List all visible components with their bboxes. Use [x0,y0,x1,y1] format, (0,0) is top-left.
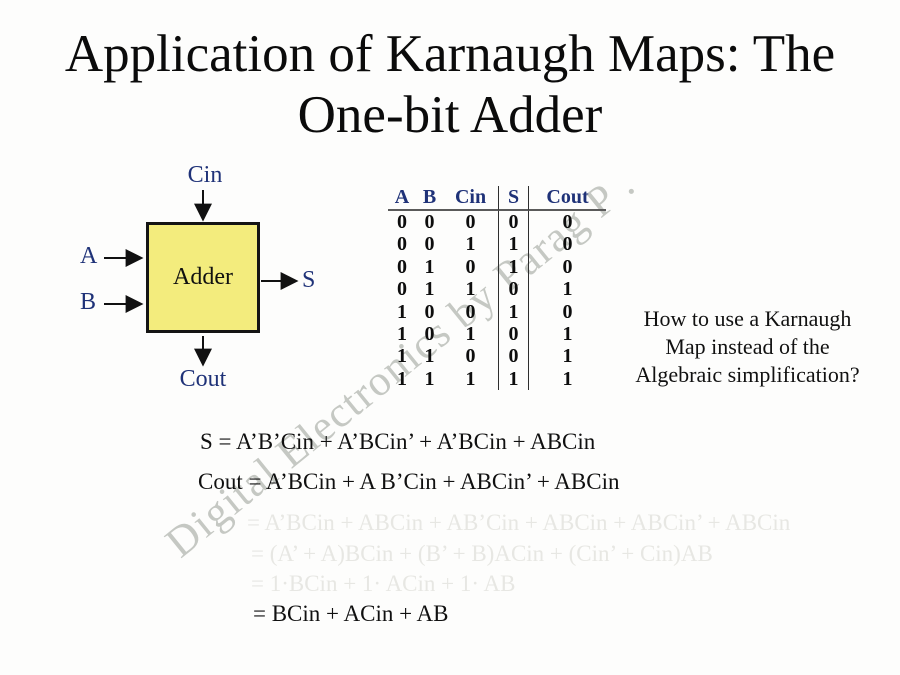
table-cell: 0 [424,211,435,233]
table-cell: 1 [465,233,476,256]
cout-output-label: Cout [179,366,227,392]
table-cell: 0 [562,300,573,323]
table-cell: 1 [562,322,573,345]
column-header-b: B [416,186,443,211]
table-cell: 0 [562,233,573,256]
table-cell: 1 [465,278,476,301]
table-cell: 0 [397,255,407,278]
cin-input-label: Cin [187,162,223,188]
table-cell: 1 [465,367,476,390]
table-cell: 0 [562,255,573,278]
adder-box: Adder [146,222,260,333]
derivation-step-2: = (A’ + A)BCin + (B’ + B)ACin + (Cin’ + … [251,541,713,566]
column-header-s: S [498,186,529,211]
adder-box-label: Adder [173,264,233,290]
table-cell: 1 [498,255,529,279]
table-cell: 1 [424,278,435,301]
page-title: Application of Karnaugh Maps: The One-bi… [0,24,900,146]
derivation-step-1: = A’BCin + ABCin + AB’Cin + ABCin + ABCi… [247,510,791,535]
s-output-label: S [302,267,316,293]
table-cell: 1 [498,367,529,391]
table-cell: 1 [397,322,407,345]
a-input-label: A [80,243,98,269]
truth-table: A B Cin S Cout 0 0 0 0 0 0 0 1 1 0 0 1 0… [388,186,606,391]
column-header-cout: Cout [529,186,606,211]
table-cell: 0 [424,322,435,345]
question-line: How to use a Karnaugh [643,306,852,331]
truth-table-grid: A B Cin S Cout 0 0 0 0 0 0 0 1 1 0 0 1 0… [388,186,606,391]
table-cell: 0 [424,233,435,256]
table-cell: 1 [424,345,435,368]
table-cell: 0 [465,300,476,323]
table-cell: 1 [498,233,529,256]
table-cell: 0 [397,278,407,301]
table-cell: 1 [562,345,573,368]
table-cell: 0 [498,211,529,234]
table-cell: 1 [562,367,573,390]
table-cell: 1 [424,255,435,278]
table-cell: 1 [498,300,529,323]
table-cell: 1 [424,367,435,390]
table-cell: 0 [498,322,529,346]
table-cell: 1 [397,300,407,323]
table-cell: 0 [465,211,476,233]
derivation-step-3: = 1·BCin + 1· ACin + 1· AB [251,571,516,596]
column-header-a: A [388,186,416,211]
table-cell: 0 [498,345,529,368]
question-text: How to use a Karnaugh Map instead of the… [615,305,880,389]
final-equation: = BCin + ACin + AB [253,601,449,626]
page-title-line1: Application of Karnaugh Maps: The [64,25,836,83]
table-cell: 1 [465,322,476,345]
question-line: Algebraic simplification? [635,362,860,387]
table-cell: 0 [465,255,476,278]
b-input-label: B [80,289,97,315]
table-cell: 0 [498,278,529,301]
column-header-cin: Cin [443,186,498,211]
table-cell: 1 [397,345,407,368]
table-cell: 1 [397,367,407,390]
cout-equation: Cout = A’BCin + A B’Cin + ABCin’ + ABCin [198,469,620,494]
question-line: Map instead of the [665,334,830,359]
table-cell: 1 [562,278,573,301]
table-cell: 0 [424,300,435,323]
page-title-line2: One-bit Adder [297,86,603,144]
table-cell: 0 [562,211,573,233]
table-cell: 0 [397,233,407,256]
table-cell: 0 [397,211,407,233]
sum-equation: S = A’B’Cin + A’BCin’ + A’BCin + ABCin [200,429,596,454]
table-cell: 0 [465,345,476,368]
